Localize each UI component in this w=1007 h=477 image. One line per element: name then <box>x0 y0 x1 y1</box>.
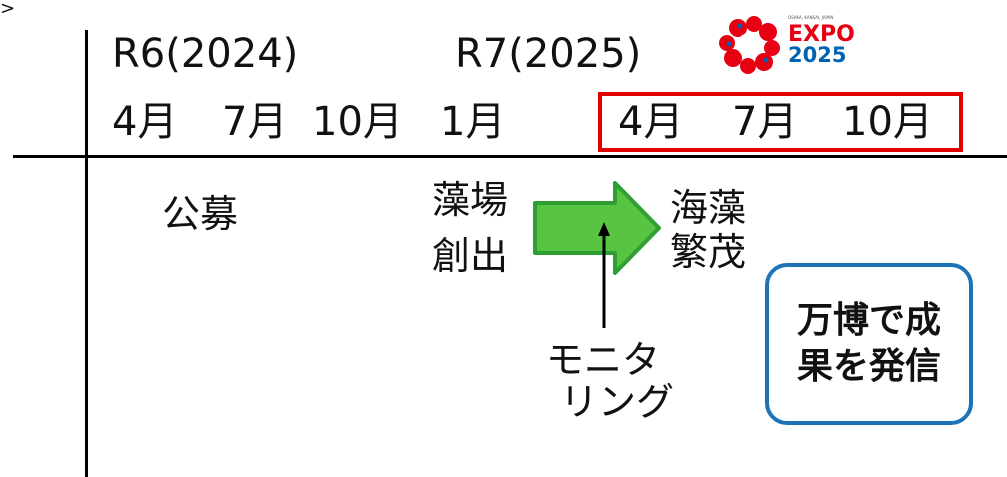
expo-logo-year: 2025 <box>788 43 846 67</box>
progress-arrow-icon <box>533 181 661 275</box>
expo-logo-small-text: OSAKA, KANSAI, JAPAN <box>788 15 833 20</box>
expo-logo-ring-icon <box>719 16 780 74</box>
year-label-r7: R7(2025) <box>455 31 642 77</box>
month-label-oct-2025: 10月 <box>842 99 933 145</box>
event-mobajo-label-line2: 創出 <box>432 234 509 278</box>
event-kaisou-label-line2: 繁茂 <box>670 230 747 274</box>
expo-period-highlight-box <box>598 92 963 152</box>
event-mobajo-label-line1: 藻場 <box>432 178 509 222</box>
month-label-apr-2024: 4月 <box>112 99 178 145</box>
month-label-jan-2025: 1月 <box>440 99 506 145</box>
expo-2025-logo: OSAKA, KANSAI, JAPAN EXPO 2025 <box>719 15 855 74</box>
year-label-r6: R6(2024) <box>112 31 299 77</box>
corner-mark: > <box>0 0 16 19</box>
event-kaisou-label-line1: 海藻 <box>670 186 747 230</box>
monitoring-pointer-arrow-icon <box>598 222 610 328</box>
timeline-horizontal-axis <box>13 155 1007 158</box>
timeline-vertical-axis <box>85 30 88 477</box>
monitoring-label-line2: リング <box>560 380 675 424</box>
month-label-jul-2024: 7月 <box>222 99 288 145</box>
event-koubo-label: 公募 <box>162 192 239 236</box>
monitoring-label-line1: モニタ <box>546 338 661 382</box>
month-label-apr-2025: 4月 <box>618 99 684 145</box>
expo-results-callout: 万博で成 果を発信 <box>765 263 973 425</box>
callout-text-line1: 万博で成 <box>796 300 941 341</box>
month-label-oct-2024: 10月 <box>312 99 403 145</box>
callout-text-line2: 果を発信 <box>796 346 941 387</box>
expo-logo-title: EXPO <box>788 22 855 47</box>
month-label-jul-2025: 7月 <box>732 99 798 145</box>
